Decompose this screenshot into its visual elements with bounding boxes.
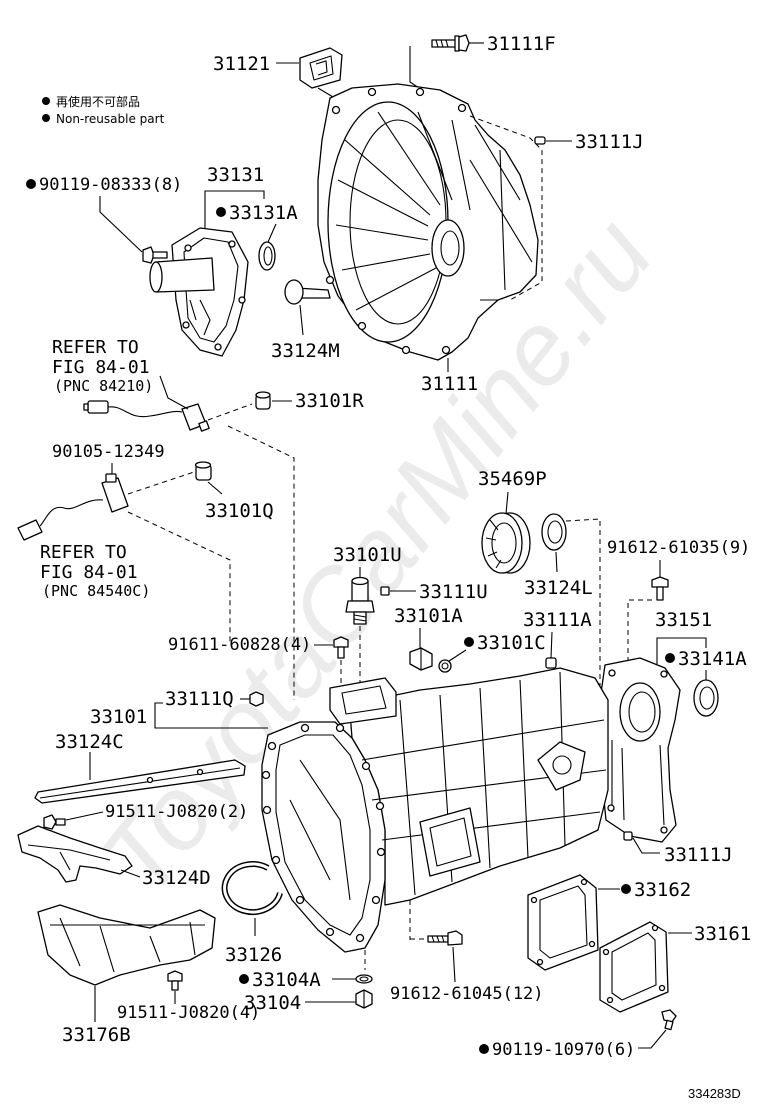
label-33141A: 33141A (678, 648, 747, 670)
label-33124D: 33124D (142, 867, 211, 889)
label-90105-12349: 90105-12349 (52, 442, 165, 462)
non-reusable-mark (621, 884, 631, 894)
bolt-91612-61045 (410, 930, 463, 983)
label-91511-J0820-2: 91511-J0820(2) (105, 802, 248, 822)
label-33101C: 33101C (477, 632, 546, 654)
sensor-pnc-84210 (83, 375, 295, 700)
strip-33124C (34, 752, 246, 804)
oil-seal-33124L (541, 513, 601, 700)
pin-33111J-bottom (623, 831, 660, 854)
plug-33101A (409, 628, 433, 671)
label-90119-10970: 90119-10970(6) (492, 1040, 635, 1060)
part-labels: 31121 31111F 33111J 33131 90119-08333(8)… (26, 33, 751, 1101)
part-31121 (276, 47, 343, 101)
bolt-91612-61035 (627, 560, 669, 662)
refer-note-2-line2: FIG 84-01 (40, 562, 138, 583)
label-33111U: 33111U (419, 581, 488, 603)
bolt-91511-J0820-2 (43, 811, 104, 830)
pin-33111A (545, 631, 557, 669)
label-35469P: 35469P (478, 468, 547, 490)
figure-code: 334283D (688, 1086, 741, 1101)
plug-33104 (305, 989, 373, 1009)
non-reusable-mark (42, 114, 50, 122)
label-91611-60828: 91611-60828(4) (168, 635, 311, 655)
snap-ring-33126 (221, 861, 283, 936)
plug-33101R (255, 391, 292, 410)
breather-33101U (345, 567, 375, 700)
label-33151: 33151 (655, 609, 712, 631)
pin-33111J-top (534, 136, 572, 145)
bolt-90119-08333 (99, 196, 168, 264)
gasket-33104A (332, 974, 373, 984)
label-33111J-bottom: 33111J (664, 844, 733, 866)
gasket-33162 (527, 874, 620, 971)
label-33124C: 33124C (55, 731, 124, 753)
oil-seal-33131A (258, 223, 277, 271)
label-33126: 33126 (225, 944, 282, 966)
bolt-31111F (409, 34, 484, 93)
legend-ja: 再使用不可部品 (56, 94, 140, 109)
sensor-pnc-84540c (17, 463, 231, 645)
label-33101: 33101 (90, 706, 147, 728)
label-90119-08333: 90119-08333(8) (39, 175, 182, 195)
label-91511-J0820-4: 91511-J0820(4) (117, 1003, 260, 1023)
plug-33101Q (194, 461, 223, 495)
label-33101Q: 33101Q (205, 500, 274, 522)
label-31121: 31121 (213, 53, 270, 75)
bolt-91611-60828 (314, 636, 349, 686)
refer-note-1: REFER TO FIG 84-01 (PNC 84210) (52, 337, 153, 395)
label-33101A: 33101A (394, 605, 463, 627)
skid-plate-33176B (37, 904, 216, 1022)
label-31111: 31111 (421, 373, 478, 395)
non-reusable-mark (26, 179, 36, 189)
legend-en: Non-reusable part (56, 112, 165, 126)
label-33131: 33131 (207, 164, 264, 186)
oil-seal-33141A (693, 670, 719, 717)
label-91612-61045: 91612-61045(12) (390, 984, 544, 1004)
bolt-90119-10970 (638, 1009, 677, 1049)
label-33101R: 33101R (295, 390, 364, 412)
part-33124M (284, 279, 331, 336)
label-33104A: 33104A (252, 969, 321, 991)
label-33111J-top: 33111J (575, 131, 644, 153)
label-33111Q: 33111Q (165, 688, 234, 710)
non-reusable-mark (239, 974, 249, 984)
refer-note-1-line3: (PNC 84210) (54, 377, 153, 395)
bearing-retainer-33131 (149, 190, 265, 357)
label-33111A: 33111A (523, 609, 592, 631)
label-33161: 33161 (694, 923, 751, 945)
cover-33161 (599, 921, 692, 1013)
gasket-33101C (438, 649, 467, 673)
refer-note-2-line3: (PNC 84540C) (42, 582, 150, 600)
label-33104: 33104 (244, 992, 301, 1014)
refer-note-2: REFER TO FIG 84-01 (PNC 84540C) (40, 542, 150, 600)
bolt-91511-J0820-4 (167, 970, 183, 1004)
refer-note-1-line1: REFER TO (52, 337, 139, 358)
bell-housing-31111 (317, 83, 543, 372)
plug-33111Q (240, 691, 264, 707)
plug-33111U (380, 586, 416, 596)
non-reusable-mark (464, 637, 474, 647)
bracket-33124D (17, 825, 141, 883)
label-33131A: 33131A (229, 202, 298, 224)
non-reusable-mark (665, 653, 675, 663)
label-33101U: 33101U (333, 544, 402, 566)
non-reusable-mark (42, 97, 50, 105)
legend: 再使用不可部品 Non-reusable part (42, 94, 165, 126)
non-reusable-mark (216, 207, 226, 217)
transmission-case-33101 (154, 667, 609, 970)
label-33176B: 33176B (62, 1024, 131, 1046)
label-33162: 33162 (634, 879, 691, 901)
refer-note-2-line1: REFER TO (40, 542, 127, 563)
label-91612-61035: 91612-61035(9) (607, 538, 750, 558)
refer-note-1-line2: FIG 84-01 (52, 357, 150, 378)
ring-35469P (481, 491, 531, 574)
label-33124L: 33124L (524, 577, 593, 599)
non-reusable-mark (479, 1044, 489, 1054)
label-33124M: 33124M (271, 340, 340, 362)
label-31111F: 31111F (487, 33, 556, 55)
